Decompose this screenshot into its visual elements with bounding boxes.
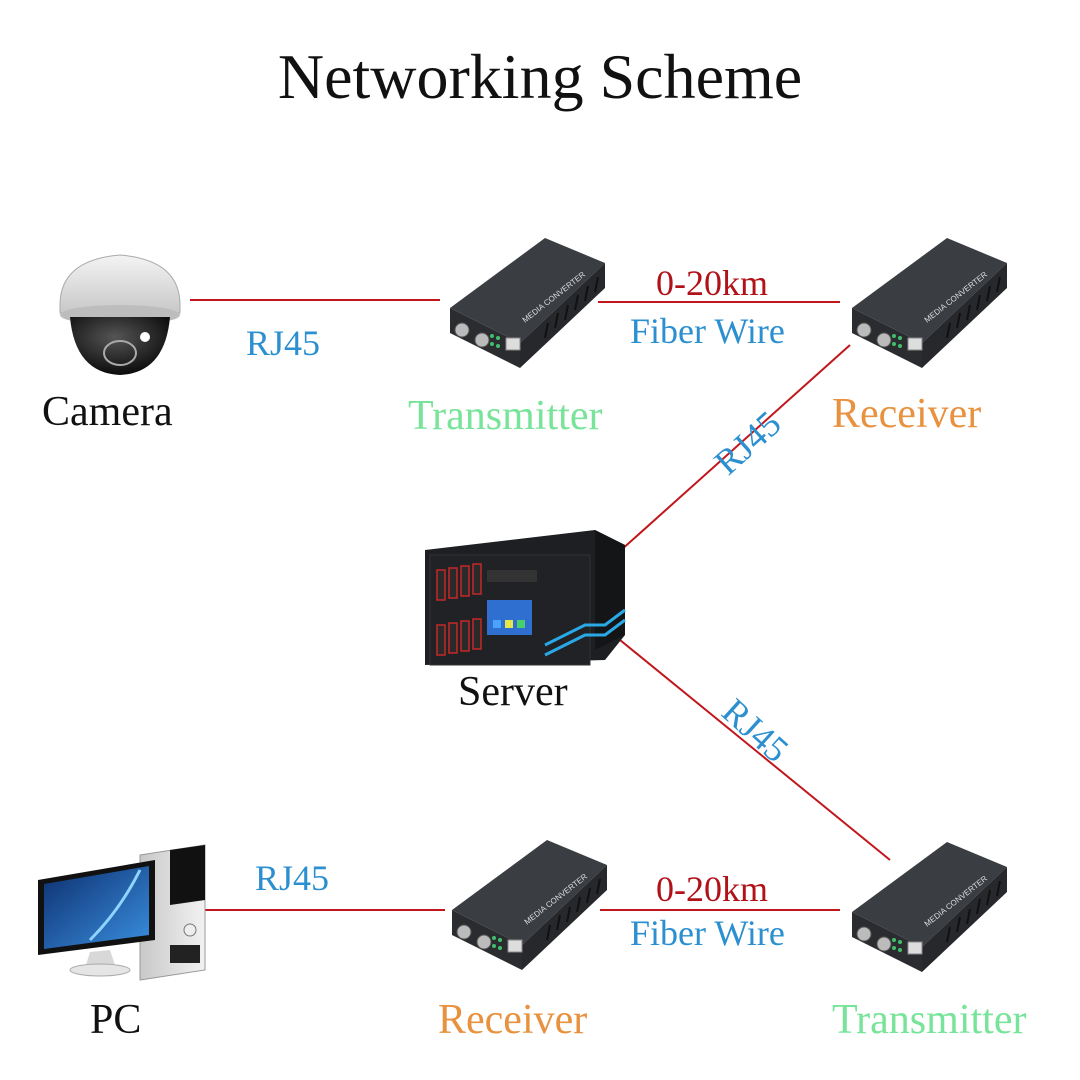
desktop-pc-icon xyxy=(38,844,206,981)
transmitter-top-label: Transmitter xyxy=(408,393,603,439)
receiver-bottom-label: Receiver xyxy=(438,997,588,1043)
transmitter-top-device: MEDIA CONVERTER xyxy=(450,238,605,368)
media-converter-icon: MEDIA CONVERTER xyxy=(852,842,1007,972)
media-converter-icon: MEDIA CONVERTER xyxy=(452,840,607,970)
transmitter-bottom-device: MEDIA CONVERTER xyxy=(852,842,1007,972)
top-fiber-label: Fiber Wire xyxy=(630,311,785,351)
media-converter-icon: MEDIA CONVERTER xyxy=(450,238,605,368)
page-title: Networking Scheme xyxy=(277,41,803,112)
wire-server-transmitter xyxy=(619,639,891,861)
wire-receiver-server xyxy=(609,344,851,561)
server-label: Server xyxy=(458,669,568,715)
camera-label: Camera xyxy=(42,389,173,435)
rj45-pc-label: RJ45 xyxy=(255,858,330,898)
bottom-fiber-label: Fiber Wire xyxy=(630,913,785,953)
bottom-fiber-distance: 0-20km xyxy=(656,869,768,909)
rj45-camera-label: RJ45 xyxy=(246,323,321,363)
rack-server-icon xyxy=(425,530,626,666)
receiver-bottom-device: MEDIA CONVERTER xyxy=(452,840,607,970)
transmitter-bottom-label: Transmitter xyxy=(832,997,1027,1043)
top-fiber-distance: 0-20km xyxy=(656,263,768,303)
receiver-top-label: Receiver xyxy=(832,391,982,437)
pc-label: PC xyxy=(90,997,142,1043)
receiver-top-device: MEDIA CONVERTER xyxy=(852,238,1007,368)
dome-camera-icon xyxy=(59,254,181,375)
media-converter-icon: MEDIA CONVERTER xyxy=(852,238,1007,368)
